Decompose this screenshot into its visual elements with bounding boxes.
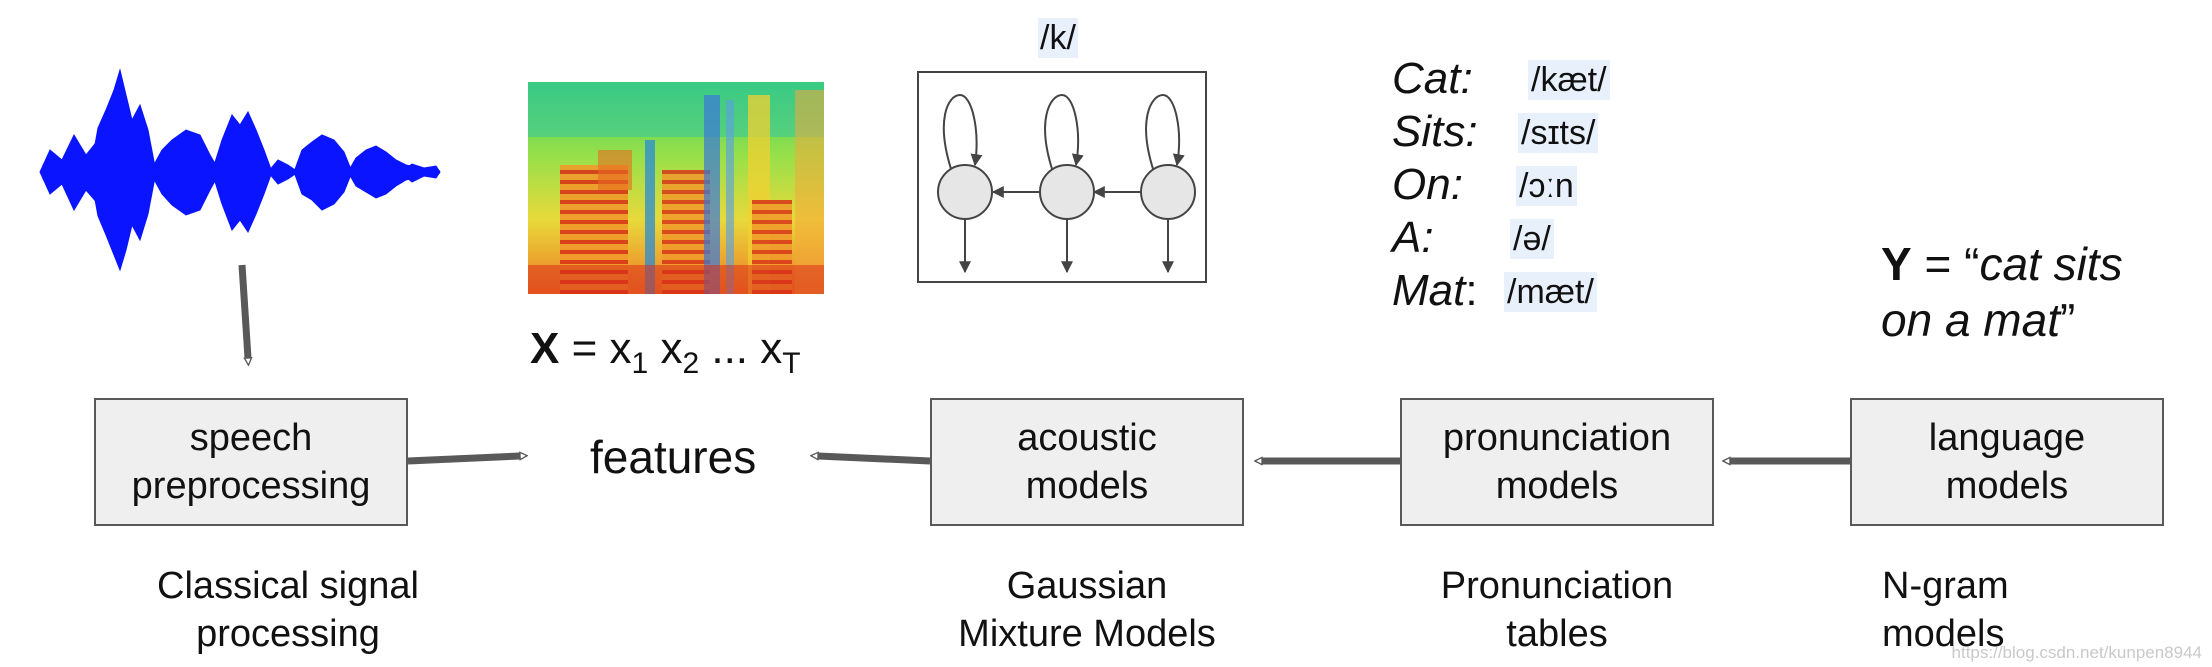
- x-equation: X = x1 x2 ... xT: [530, 324, 801, 381]
- x-dots: ...: [699, 324, 761, 373]
- y-symbol: Y: [1881, 238, 1912, 290]
- y-equation-line-1: Y = “cat sits: [1881, 236, 2123, 292]
- features-label: features: [590, 431, 757, 483]
- caption-line: models: [1882, 613, 2005, 655]
- box-label-line: speech: [189, 417, 313, 459]
- y-equation-line-2: on a mat”: [1881, 292, 2123, 348]
- y-close-quote: ”: [2060, 294, 2076, 346]
- x1: x: [609, 324, 632, 373]
- lexicon-ipa: /mæt/: [1504, 272, 1597, 312]
- lexicon-ipa: /sɪts/: [1518, 113, 1599, 153]
- caption-line: processing: [196, 613, 380, 655]
- lexicon-word: On:: [1392, 160, 1463, 209]
- caption-line: Classical signal: [157, 565, 419, 607]
- pronunciation-caption: Pronunciation tables: [1400, 562, 1714, 658]
- lexicon-ipa: /ɔːn: [1516, 166, 1577, 206]
- y-equals: = “: [1911, 238, 1980, 290]
- caption-line: tables: [1506, 613, 1608, 655]
- spectrogram-image: [528, 82, 824, 294]
- waveform-image: [39, 68, 441, 272]
- flow-arrows: [238, 264, 1850, 461]
- language-models-box: language models: [1850, 398, 2164, 526]
- lexicon-ipa: /ə/: [1510, 219, 1554, 259]
- acoustic-caption: Gaussian Mixture Models: [930, 562, 1244, 658]
- box-label-line: pronunciation: [1442, 417, 1672, 459]
- caption-line: Mixture Models: [958, 613, 1216, 655]
- lexicon-word: Sits:: [1392, 107, 1478, 156]
- acoustic-models-box: acoustic models: [930, 398, 1244, 526]
- box-label-line: models: [1025, 465, 1149, 507]
- xT: x: [760, 324, 783, 373]
- box-label-line: models: [1945, 465, 2069, 507]
- speech-preprocessing-box: speech preprocessing: [94, 398, 408, 526]
- box-label-line: models: [1495, 465, 1619, 507]
- x-equals: =: [559, 324, 610, 373]
- y-text-line-2: on a mat: [1881, 294, 2060, 346]
- x2: x: [660, 324, 683, 373]
- x1-subscript: 1: [631, 346, 649, 380]
- caption-line: N-gram: [1882, 565, 2009, 607]
- x-symbol: X: [530, 324, 560, 373]
- lexicon-word-colon: :: [1465, 266, 1478, 315]
- xT-subscript: T: [782, 346, 801, 380]
- box-label-line: language: [1928, 417, 2086, 459]
- lexicon-word: Cat:: [1392, 54, 1473, 103]
- lexicon-word-text: Mat: [1392, 266, 1466, 315]
- lexicon-word: Mat:: [1392, 264, 1478, 317]
- y-text-line-1: cat sits: [1979, 238, 2123, 290]
- watermark: https://blog.csdn.net/kunpen8944: [1951, 643, 2202, 662]
- box-label-line: preprocessing: [131, 465, 371, 507]
- lexicon-ipa: /kæt/: [1528, 60, 1610, 100]
- language-caption: N-gram models: [1882, 562, 2009, 658]
- caption-line: Pronunciation: [1440, 565, 1674, 607]
- hmm-diagram: [917, 71, 1207, 283]
- speech-caption: Classical signal processing: [128, 562, 448, 658]
- hmm-state-label: /k/: [1038, 18, 1078, 58]
- pronunciation-models-box: pronunciation models: [1400, 398, 1714, 526]
- box-label-line: acoustic: [1017, 417, 1157, 459]
- lexicon-word: A:: [1392, 213, 1434, 262]
- y-equation: Y = “cat sits on a mat”: [1881, 236, 2123, 348]
- caption-line: Gaussian: [1006, 565, 1168, 607]
- x2-subscript: 2: [682, 346, 700, 380]
